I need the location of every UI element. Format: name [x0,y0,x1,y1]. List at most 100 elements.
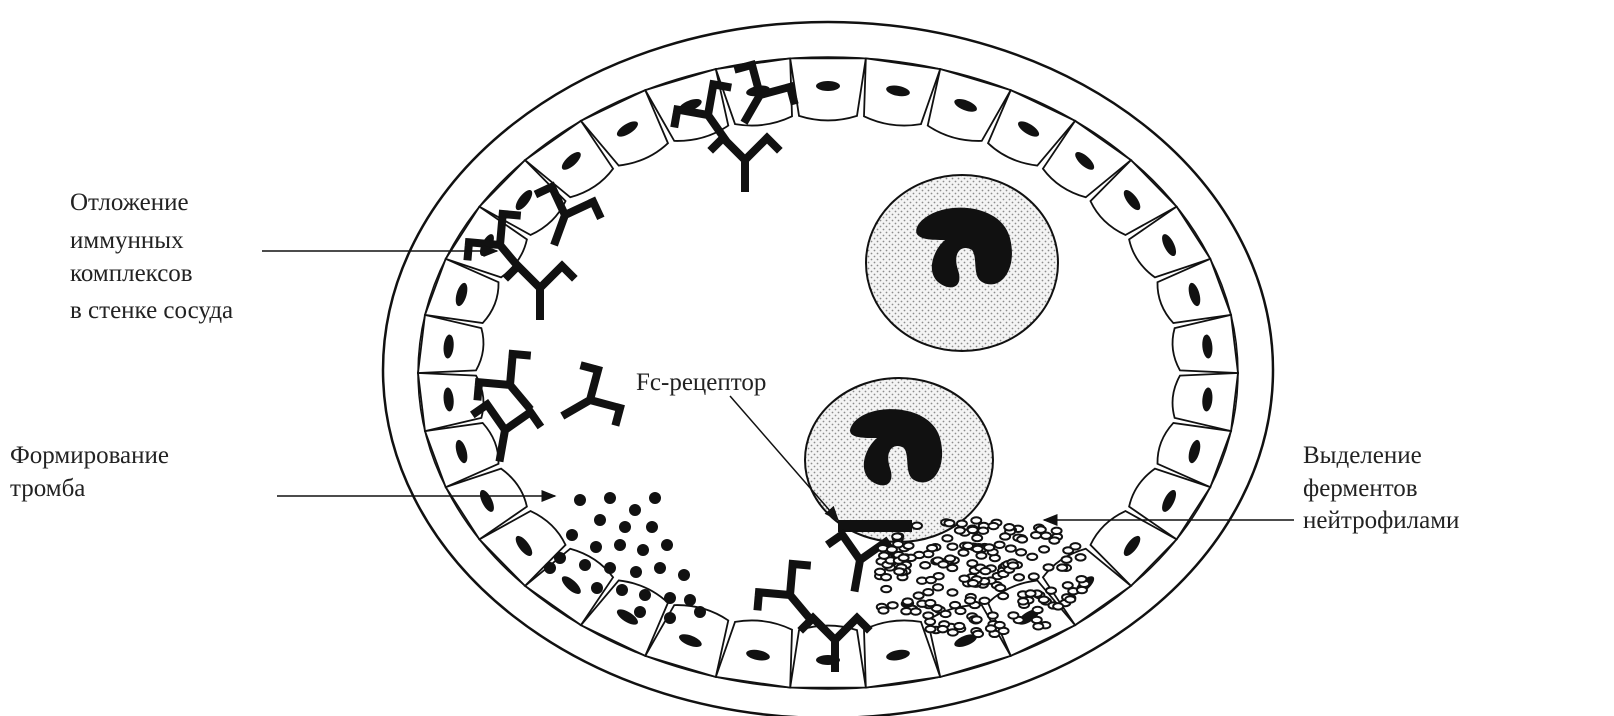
enzyme-granule [1008,612,1018,618]
platelet [544,562,556,574]
enzyme-granule [899,555,909,561]
enzyme-granule [1077,587,1087,593]
enzyme-granule [894,568,904,574]
enzyme-granule [995,585,1005,591]
enzyme-granule [926,626,936,632]
platelet [684,594,696,606]
enzyme-granule [1026,590,1036,596]
label-thrombus: Формирование тромба [10,442,175,502]
enzyme-granule [903,598,913,604]
enzyme-granule [1006,545,1016,551]
antibody [713,138,777,188]
antibody [508,266,572,316]
platelet [634,606,646,618]
platelet [604,562,616,574]
platelet [590,541,602,553]
enzyme-granule [1057,564,1067,570]
enzyme-granule [925,600,935,606]
enzyme-granule [914,592,924,598]
enzyme-granule [968,580,978,586]
enzyme-granule [1017,536,1027,542]
enzyme-granule [944,520,954,526]
platelet [661,539,673,551]
enzyme-granule [965,597,975,603]
enzyme-granule [973,546,983,552]
platelet [591,582,603,594]
enzyme-granule [968,527,978,533]
enzyme-granule [959,575,969,581]
enzyme-granule [998,593,1008,599]
enzyme-granule [881,574,891,580]
enzyme-granule [1062,556,1072,562]
platelet [629,504,641,516]
enzyme-granule [1016,549,1026,555]
neutrophil-lower [805,378,993,542]
enzyme-granule [1008,562,1018,568]
enzyme-granule [971,517,981,523]
platelet [694,606,706,618]
enzyme-granule [963,543,973,549]
enzyme-granule [958,549,968,555]
enzyme-granule [1039,546,1049,552]
enzyme-granule [1046,587,1056,593]
enzyme-granule [911,608,921,614]
enzyme-granule [980,598,990,604]
enzyme-granule [938,626,948,632]
enzyme-granule [986,625,996,631]
enzyme-granule [967,560,977,566]
enzyme-granule [1032,617,1042,623]
enzyme-granule [973,631,983,637]
enzyme-granule [923,589,933,595]
label-immune-deposit: Отложение иммунных комплексов в стенке с… [70,189,233,324]
enzyme-granule [1033,623,1043,629]
enzyme-granule [976,552,986,558]
platelet [664,612,676,624]
enzyme-granule [920,562,930,568]
fc-receptor-bar [838,520,912,532]
platelet [574,494,586,506]
enzyme-granule [1014,574,1024,580]
enzyme-granule [1036,526,1046,532]
platelet [649,492,661,504]
enzyme-granule [1076,554,1086,560]
platelet [594,514,606,526]
enzyme-granule [1033,607,1043,613]
platelet [630,566,642,578]
enzyme-granule [957,520,967,526]
platelet [616,584,628,596]
enzyme-granule [879,552,889,558]
enzyme-granule [887,546,897,552]
enzyme-granule [1000,533,1010,539]
enzyme-granule [948,629,958,635]
enzyme-granule [980,568,990,574]
enzyme-granule [1027,554,1037,560]
enzyme-granule [1004,524,1014,530]
enzyme-granule [1070,543,1080,549]
enzyme-granule [942,535,952,541]
label-fc-receptor: Fc-рецептор [636,369,766,396]
platelet [664,592,676,604]
enzyme-granule [972,535,982,541]
enzyme-granule [1053,603,1063,609]
enzyme-granule [956,608,966,614]
platelet [554,552,566,564]
enzyme-granule [978,528,988,534]
enzyme-granule [988,523,998,529]
endothelial-cell-layer [418,58,1238,687]
enzyme-granule [988,612,998,618]
platelet [579,559,591,571]
enzyme-granule [947,543,957,549]
label-enzymes: Выделение ферментов нейтрофилами [1303,442,1459,534]
antibody [471,348,552,427]
enzyme-granule [926,577,936,583]
enzyme-granule [1044,564,1054,570]
platelet [604,492,616,504]
enzyme-granule [954,623,964,629]
enzyme-granule [904,543,914,549]
enzyme-granule [888,602,898,608]
enzyme-granule [1039,596,1049,602]
enzyme-granule [923,612,933,618]
enzyme-granule [947,589,957,595]
enzyme-granule [972,616,982,622]
enzyme-granule [1049,537,1059,543]
